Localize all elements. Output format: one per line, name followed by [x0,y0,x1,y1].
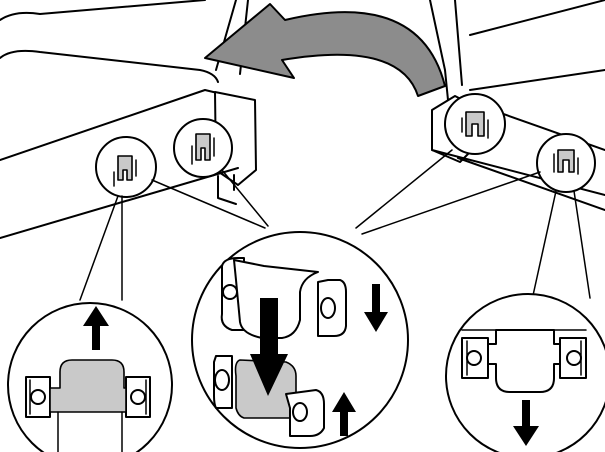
zoom-detail-left [8,303,172,452]
zoom-detail-right [446,294,605,452]
callout-left-outer [96,137,156,197]
callout-right-outer [537,134,595,192]
callout-left-inner [174,119,232,177]
zoom-detail-center [192,232,408,448]
curved-arrow-icon [205,4,445,96]
left-sofa-section [0,0,256,238]
callout-right-inner [445,94,505,154]
